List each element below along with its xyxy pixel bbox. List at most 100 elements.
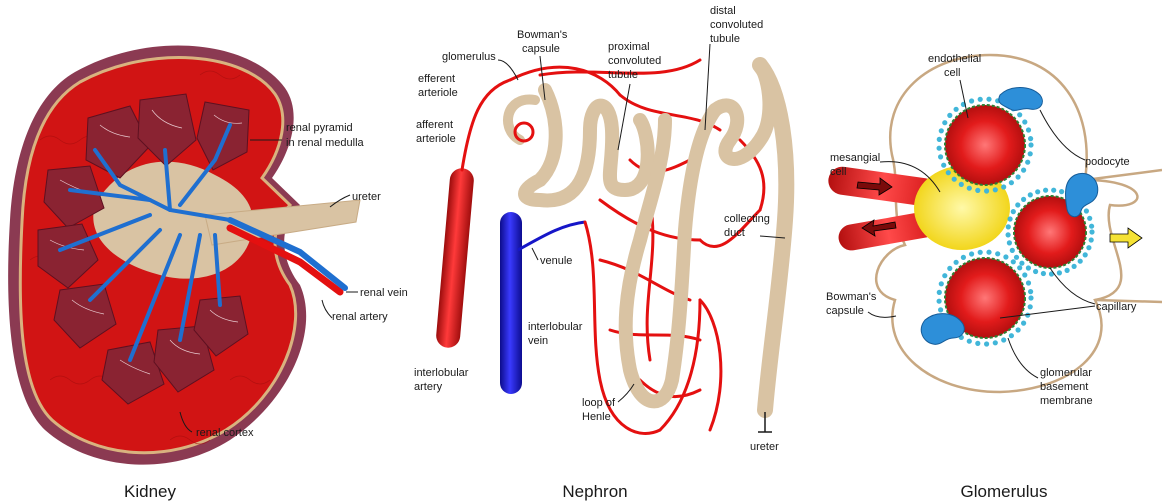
label-interlobular-artery-1: interlobular [414, 367, 469, 379]
foot-process-dot [937, 137, 942, 142]
foot-process-dot [1014, 255, 1019, 260]
foot-process-dot [1001, 337, 1006, 342]
foot-process-dot [1043, 188, 1048, 193]
glomerulus-panel: endothelial cell mesangial cell podocyte… [826, 53, 1162, 501]
foot-process-dot [1003, 254, 1008, 259]
label-proximal-3: tubule [608, 69, 638, 81]
label-bowmans-2: capsule [826, 305, 864, 317]
label-renal-pyramid: renal pyramid [286, 122, 353, 134]
foot-process-dot [978, 97, 983, 102]
foot-process-dot [941, 163, 946, 168]
foot-process-dot [1026, 127, 1031, 132]
foot-process-dot [1021, 197, 1026, 202]
kidney-panel: renal pyramid in renal medulla ureter re… [8, 46, 408, 501]
foot-process-dot [938, 154, 943, 159]
foot-process-dot [937, 290, 942, 295]
foot-process-dot [1011, 209, 1016, 214]
label-gbm-3: membrane [1040, 395, 1093, 407]
nephron-panel: glomerulus Bowman's capsule efferent art… [414, 5, 786, 501]
leader-venule [532, 248, 538, 260]
foot-process-dot [1072, 264, 1077, 269]
interlobular-artery [435, 167, 475, 348]
label-podocyte: podocyte [1085, 156, 1130, 168]
foot-process-dot [1021, 321, 1026, 326]
foot-process-dot [969, 98, 974, 103]
interlobular-vein [500, 212, 522, 394]
label-proximal-2: convoluted [608, 55, 661, 67]
foot-process-dot [984, 341, 989, 346]
foot-process-dot [959, 182, 964, 187]
label-gbm-2: basement [1040, 381, 1088, 393]
foot-process-dot [1083, 252, 1088, 257]
label-interlobular-artery-2: artery [414, 381, 443, 393]
foot-process-dot [1086, 245, 1091, 250]
label-endothelial-1: endothelial [928, 53, 981, 65]
foot-process-dot [947, 266, 952, 271]
proximal-convoluted-tubule [525, 90, 648, 200]
venule [518, 222, 585, 250]
foot-process-dot [1028, 136, 1033, 141]
label-mesangial-2: cell [830, 166, 847, 178]
foot-process-dot [1059, 189, 1064, 194]
label-collecting-duct-2: duct [724, 227, 745, 239]
label-renal-medulla: in renal medulla [286, 137, 365, 149]
foot-process-dot [1057, 270, 1062, 275]
label-bowmans-capsule-2: capsule [522, 43, 560, 55]
foot-process-dot [1033, 269, 1038, 274]
foot-process-dot [938, 307, 943, 312]
foot-process-dot [1016, 327, 1021, 332]
foot-process-dot [984, 188, 989, 193]
label-gbm-1: glomerular [1040, 367, 1092, 379]
label-distal-2: convoluted [710, 19, 763, 31]
foot-process-dot [1026, 280, 1031, 285]
capillary-loop [945, 105, 1025, 185]
foot-process-dot [1041, 271, 1046, 276]
foot-process-dot [1051, 188, 1056, 193]
foot-process-dot [946, 170, 951, 175]
foot-process-dot [1089, 237, 1094, 242]
foot-process-dot [1011, 259, 1016, 264]
foot-process-dot [1028, 151, 1033, 156]
label-glomerulus: glomerulus [442, 51, 496, 63]
caption-nephron: Nephron [562, 482, 627, 501]
caption-kidney: Kidney [124, 482, 176, 501]
leader-renal-artery [322, 300, 332, 318]
foot-process-dot [1084, 208, 1089, 213]
foot-process-dot [967, 339, 972, 344]
foot-process-dot [1006, 232, 1011, 237]
label-renal-vein: renal vein [360, 287, 408, 299]
label-venule: venule [540, 255, 572, 267]
label-collecting-duct-1: collecting [724, 213, 770, 225]
foot-process-dot [1035, 189, 1040, 194]
foot-process-dot [993, 340, 998, 345]
foot-process-dot [1028, 304, 1033, 309]
foot-process-dot [942, 273, 947, 278]
foot-process-dot [1015, 202, 1020, 207]
foot-process-dot [1016, 174, 1021, 179]
foot-process-dot [937, 146, 942, 151]
foot-process-dot [986, 250, 991, 255]
label-interlobular-vein-1: interlobular [528, 321, 583, 333]
foot-process-dot [967, 186, 972, 191]
foot-process-dot [1089, 224, 1094, 229]
foot-process-dot [1017, 265, 1022, 270]
label-efferent-2: arteriole [418, 87, 458, 99]
foot-process-dot [954, 260, 959, 265]
label-ureter: ureter [352, 191, 381, 203]
label-renal-cortex: renal cortex [196, 427, 254, 439]
foot-process-dot [975, 188, 980, 193]
foot-process-dot [1028, 289, 1033, 294]
label-capillary: capillary [1096, 301, 1137, 313]
foot-process-dot [1078, 259, 1083, 264]
label-loop-of-henle-2: Henle [582, 411, 611, 423]
foot-process-dot [1009, 180, 1014, 185]
label-renal-artery: renal artery [332, 311, 388, 323]
foot-process-dot [993, 187, 998, 192]
label-bowmans-capsule-1: Bowman's [517, 29, 568, 41]
foot-process-dot [1010, 248, 1015, 253]
foot-process-dot [961, 255, 966, 260]
foot-process-dot [1019, 261, 1024, 266]
foot-process-dot [954, 107, 959, 112]
label-afferent-2: arteriole [416, 133, 456, 145]
